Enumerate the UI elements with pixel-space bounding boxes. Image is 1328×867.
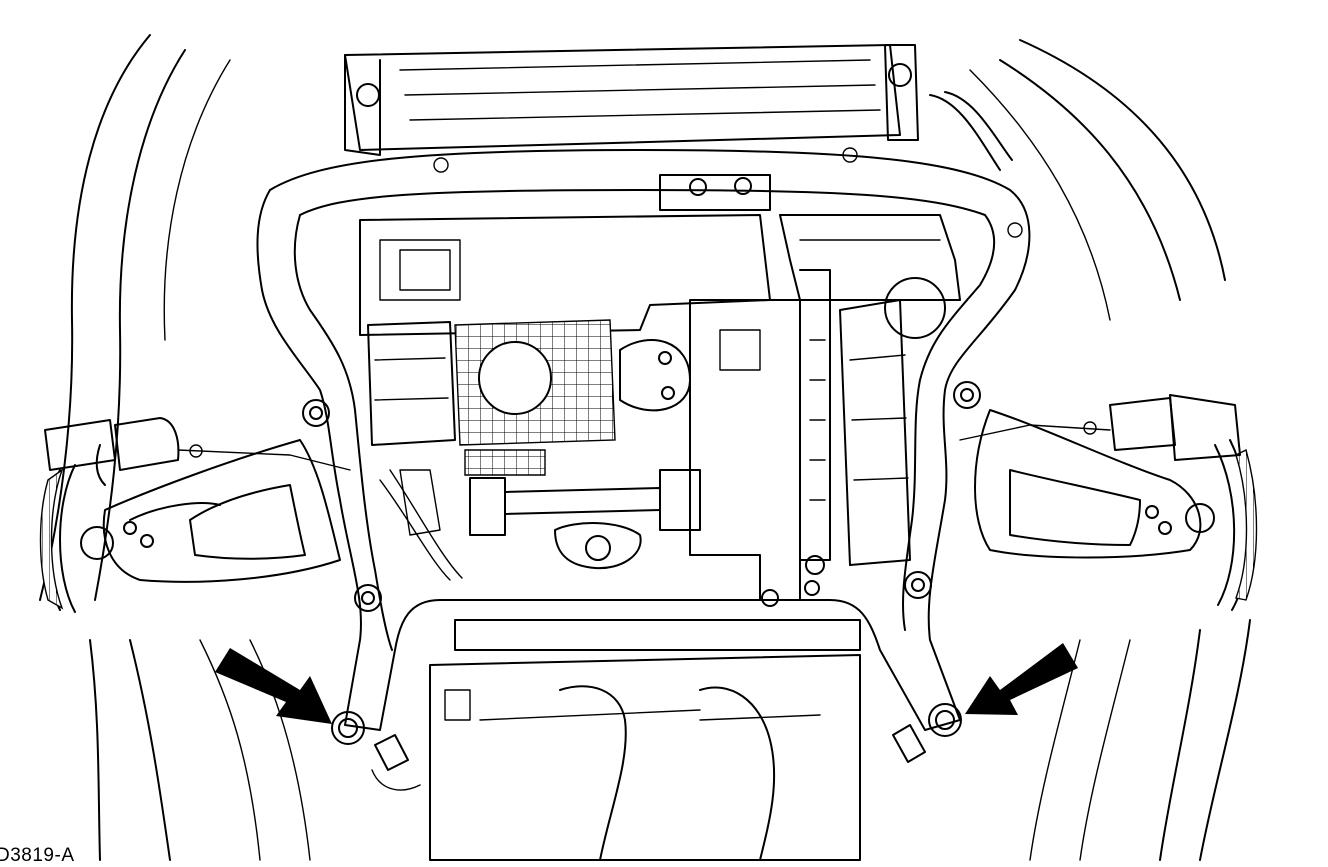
radiator-support bbox=[345, 45, 1012, 170]
engine-transmission bbox=[360, 175, 960, 606]
right-brake-disc bbox=[1215, 440, 1257, 610]
right-wheel-arch bbox=[970, 40, 1250, 860]
exhaust-pipe bbox=[380, 470, 700, 580]
left-brake-disc bbox=[41, 465, 76, 612]
figure-id-label: D3819-A bbox=[0, 845, 75, 866]
lower-rear-structure bbox=[430, 655, 860, 860]
left-subframe-bolt bbox=[332, 712, 364, 744]
left-brake-caliper bbox=[45, 418, 350, 485]
right-sensor-connector bbox=[893, 725, 925, 762]
right-lower-arm bbox=[975, 410, 1214, 558]
left-wheel-arch bbox=[40, 35, 310, 860]
left-mount-arrow bbox=[215, 648, 332, 724]
right-subframe-bolt bbox=[929, 704, 961, 736]
left-sensor-connector bbox=[372, 735, 420, 790]
right-mount-arrow bbox=[965, 643, 1078, 715]
front-subframe bbox=[257, 148, 1029, 730]
left-lower-arm bbox=[81, 440, 340, 582]
right-brake-caliper bbox=[960, 395, 1240, 460]
